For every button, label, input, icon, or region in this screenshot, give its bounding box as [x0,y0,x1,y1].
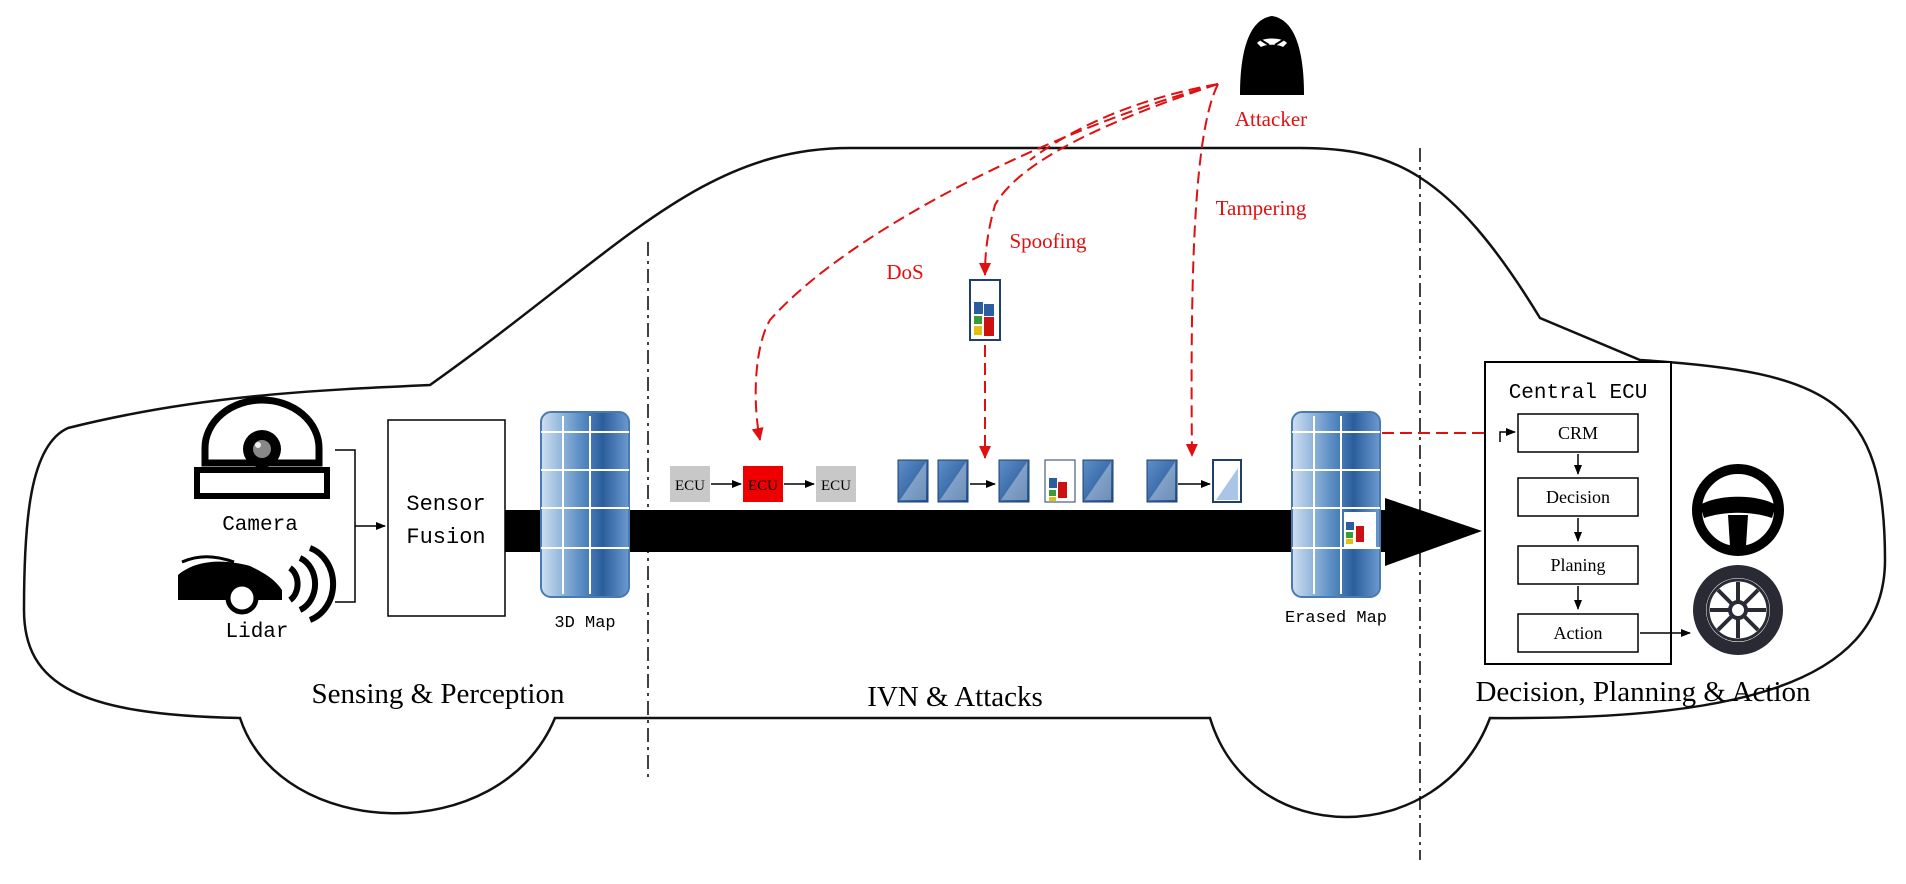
steering-wheel-icon [1692,464,1784,556]
tampering-label: Tampering [1216,196,1307,220]
ecu-normal-1 [670,466,710,502]
section-title-decision: Decision, Planning & Action [1475,676,1811,708]
erased-map-icon [1291,411,1381,598]
planing-box [1517,545,1639,585]
3d-map-label: 3D Map [554,614,615,633]
data-block-5 [1146,459,1178,503]
ecu-1-label: ECU [675,478,705,494]
ecu-3-label: ECU [821,478,851,494]
central-ecu-title: Central ECU [1509,382,1648,405]
camera-connector [335,449,356,603]
decision-box [1517,477,1639,517]
data-bus [505,510,1385,552]
spoofing-attack-path [979,83,1219,276]
section-title-sensing: Sensing & Perception [312,678,565,710]
ecu-2-label: ECU [748,478,778,494]
planing-label: Planing [1550,555,1605,575]
sensor-fusion-line1: Sensor [406,492,485,517]
section-title-ivn: IVN & Attacks [867,681,1043,713]
spoofed-block-on-bus [1044,459,1076,503]
sensor-fusion-box [387,419,506,617]
hooded-attacker-icon [1240,16,1304,95]
lidar-label: Lidar [225,621,288,644]
ecu-normal-3 [816,466,856,502]
decision-label: Decision [1546,487,1610,507]
data-block-3 [998,459,1030,503]
attacker-label: Attacker [1235,107,1307,131]
camera-label: Camera [222,514,298,537]
erased-map-label: Erased Map [1285,609,1387,628]
data-block-1 [897,459,929,503]
spoofing-label: Spoofing [1009,229,1087,253]
crm-box [1517,413,1639,453]
ecu-attacked [743,466,783,502]
spoofing-block [969,279,1001,341]
bus-arrowhead [1385,498,1482,566]
extra-attack-path [1029,83,1219,161]
lidar-icon [178,545,337,623]
camera-icon [194,396,330,499]
dos-attack-path [751,83,1219,441]
data-block-4 [1082,459,1114,503]
tampering-attack-path [1185,83,1219,457]
3d-map-icon [540,411,630,598]
dos-label: DoS [886,260,923,284]
data-block-2 [937,459,969,503]
car-outline [22,146,1887,819]
crm-input-connector [1499,428,1516,442]
sensor-fusion-line2: Fusion [406,525,485,550]
crm-label: CRM [1558,423,1598,443]
action-label: Action [1554,623,1603,643]
tampered-block [1212,459,1242,503]
wheel-icon [1693,565,1783,655]
action-box [1517,613,1639,653]
